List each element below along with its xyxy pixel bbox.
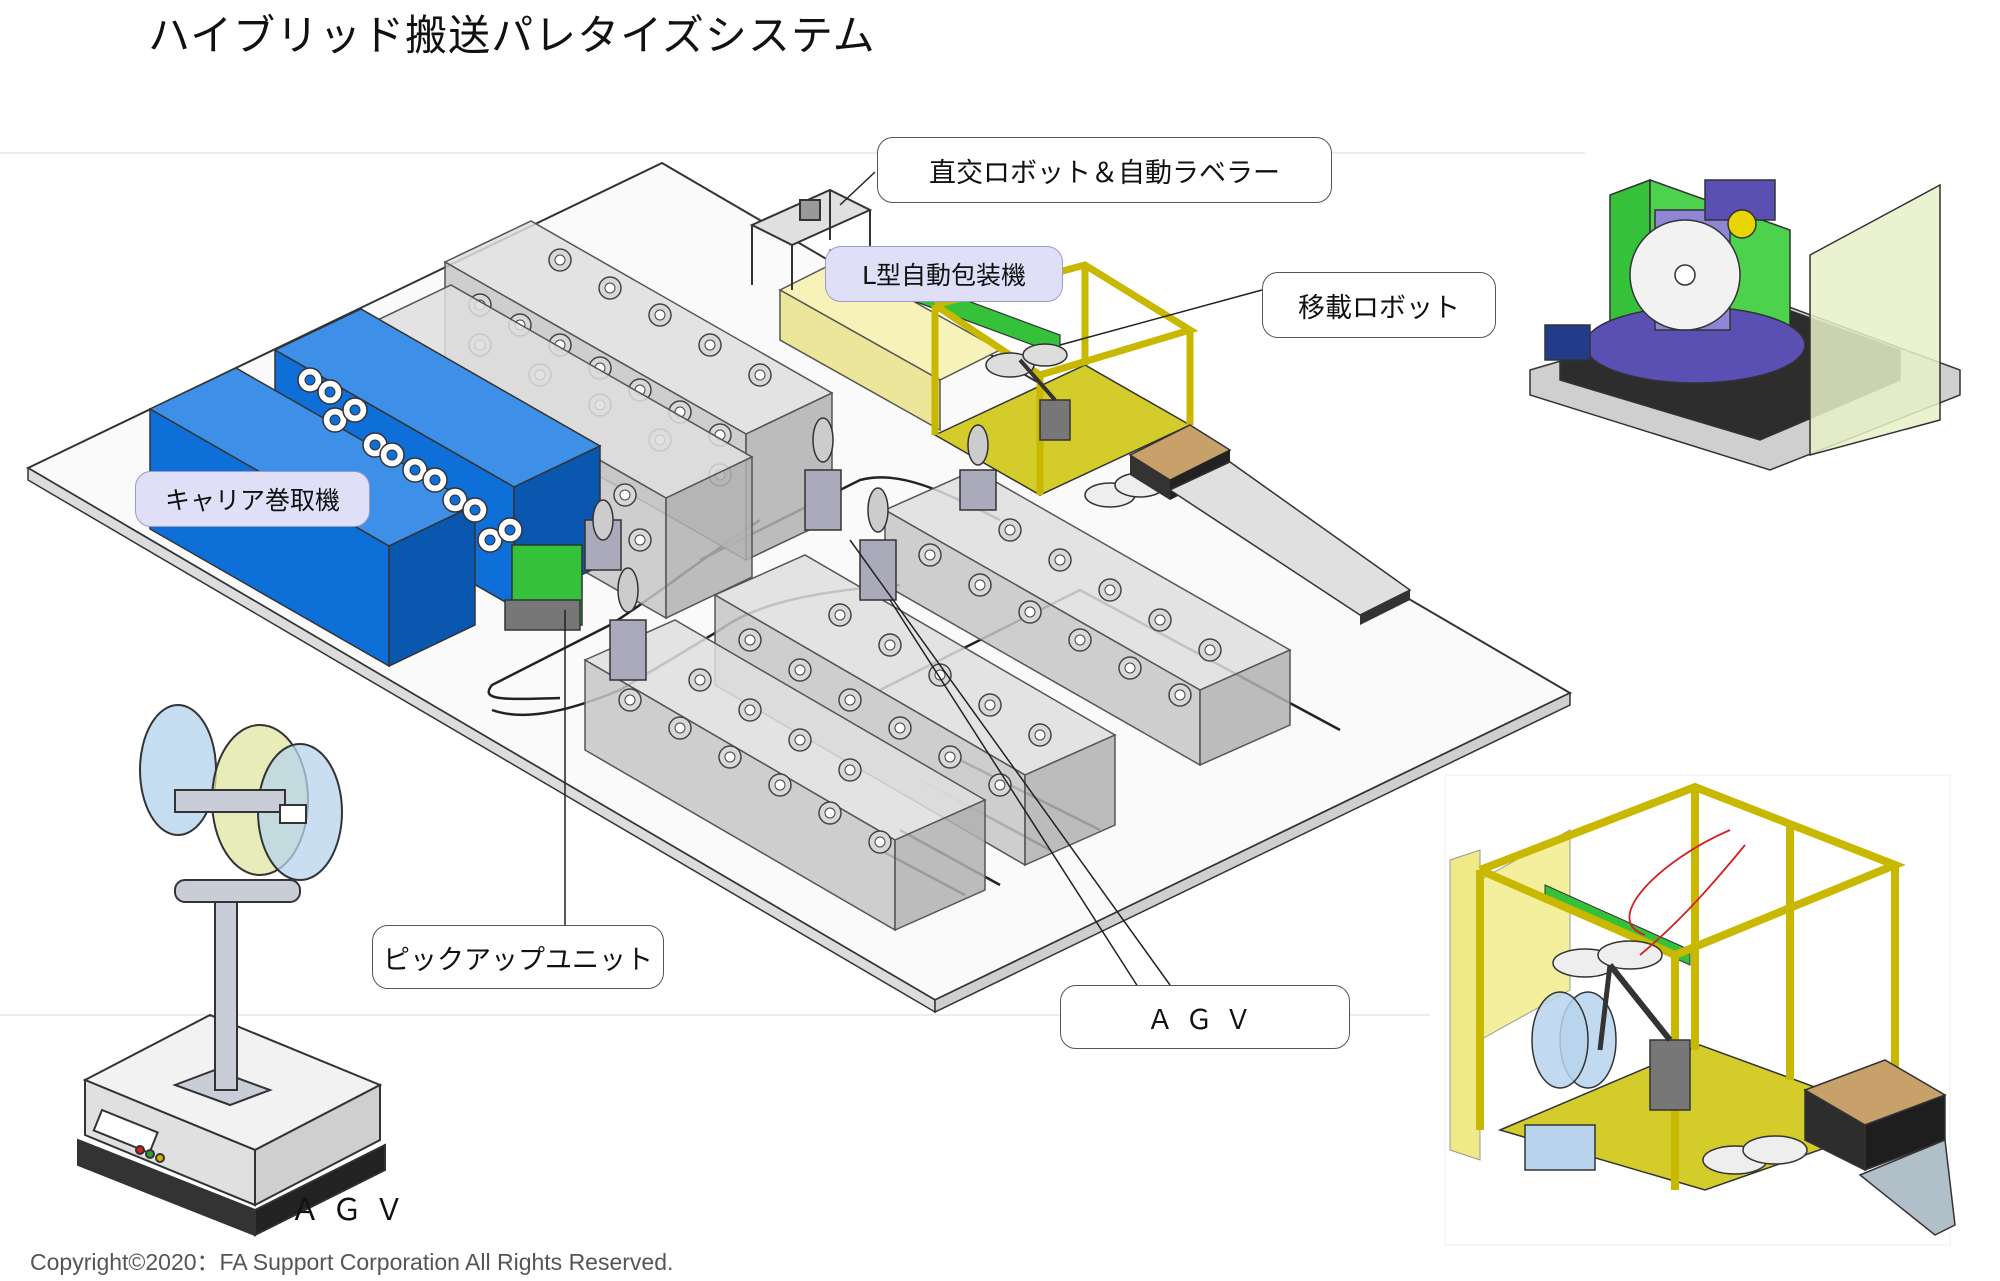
motion-path-arrow	[1628, 829, 1731, 936]
carrier-winder-bank	[148, 308, 602, 668]
copyright-notice: Copyright©2020：FA Support Corporation Al…	[30, 1249, 674, 1275]
robot-detail-view	[1529, 178, 1961, 471]
pickup-unit-callout: ピックアップユニット	[372, 925, 664, 989]
agv-illustration	[77, 704, 386, 1237]
page-title: ハイブリッド搬送パレタイズシステム	[148, 11, 876, 60]
agv-caption: ＡＧＶ	[290, 1193, 416, 1228]
cell-closeup-view	[1444, 774, 1956, 1246]
leader-lines	[564, 171, 1263, 991]
floor-agvs	[584, 417, 997, 681]
transfer-robot-callout: 移載ロボット	[1262, 272, 1496, 338]
gray-machine-bank-e	[583, 619, 987, 932]
l-packaging-callout: L型自動包装機	[825, 246, 1063, 302]
carrier-winder-callout: キャリア巻取機	[135, 471, 370, 527]
orthogonal-robot-callout: 直交ロボット＆自動ラベラー	[877, 137, 1332, 203]
agv-callout: ＡＧＶ	[1060, 985, 1350, 1049]
roller-conveyor	[1168, 461, 1412, 625]
robot-cell	[931, 261, 1232, 508]
